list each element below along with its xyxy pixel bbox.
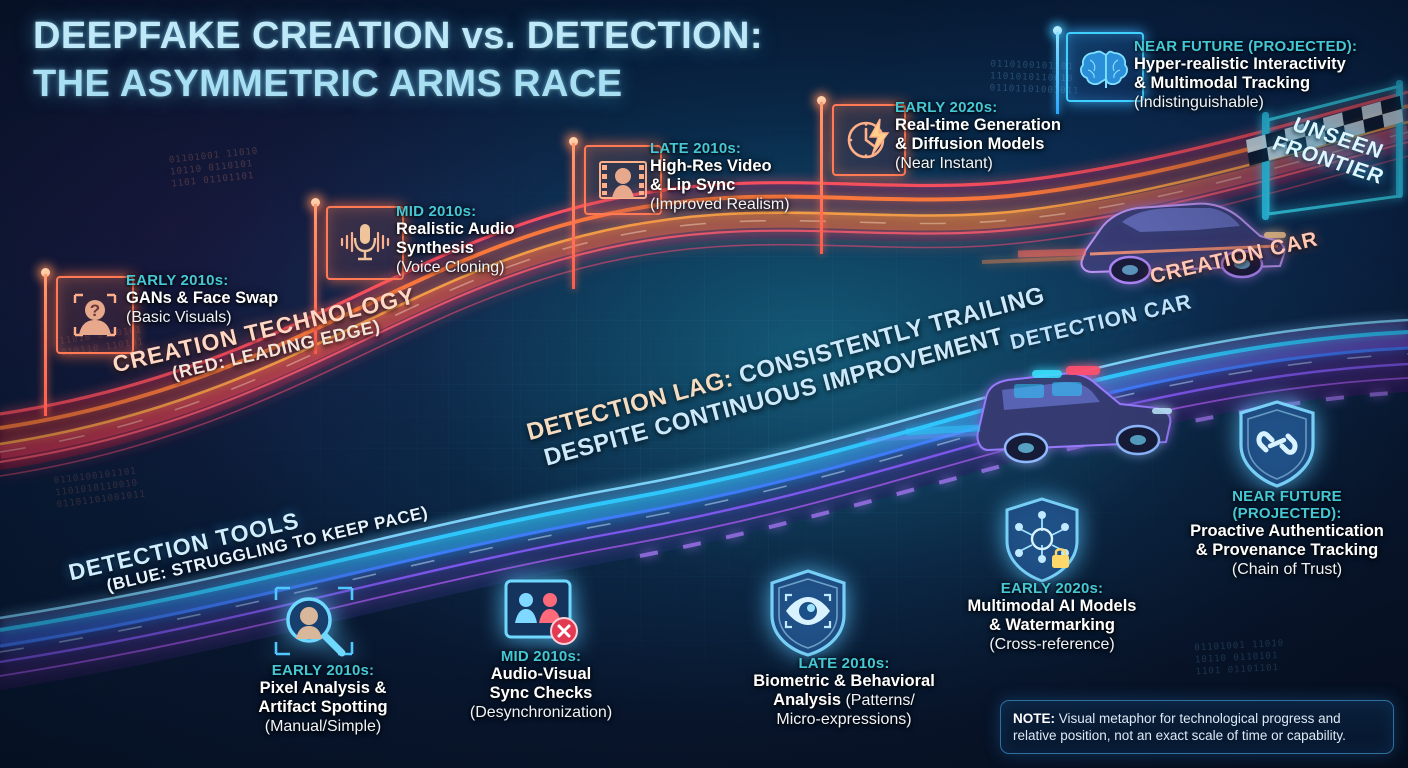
brain-icon — [1068, 34, 1142, 100]
callout-sub-inline: (Patterns/ — [841, 692, 915, 709]
callout-sub: (Desynchronization) — [469, 704, 613, 721]
creation-callout-3: LATE 2010s: High-Res Video & Lip Sync (I… — [650, 140, 790, 214]
detection-callout-4: EARLY 2020s: Multimodal AI Models & Wate… — [948, 580, 1156, 654]
callout-era-line1: NEAR FUTURE — [1232, 488, 1342, 505]
callout-main-line1: Real-time Generation — [895, 116, 1061, 134]
callout-main-line2: Sync Checks — [489, 684, 593, 702]
callout-main-line1: High-Res Video — [650, 157, 772, 175]
callout-era: EARLY 2010s: — [126, 272, 229, 289]
shield-chain-icon — [1239, 400, 1315, 488]
callout-sub: (Manual/Simple) — [264, 718, 382, 735]
callout-main-line1: Biometric & Behavioral — [753, 672, 935, 690]
callout-main-line2: & Provenance Tracking — [1195, 541, 1379, 559]
callout-era: LATE 2010s: — [798, 655, 890, 672]
marker-pole — [572, 143, 575, 289]
creation-callout-1: EARLY 2010s: GANs & Face Swap (Basic Vis… — [126, 272, 278, 327]
callout-main-line2-bold: Analysis — [773, 691, 842, 709]
callout-era: EARLY 2020s: — [895, 99, 998, 116]
callout-era: LATE 2010s: — [650, 140, 742, 157]
microphone-icon — [328, 208, 402, 278]
creation-callout-5: NEAR FUTURE (PROJECTED): Hyper-realistic… — [1134, 38, 1357, 112]
callout-main-line1: Audio-Visual — [490, 665, 592, 683]
callout-main-line2: Analysis (Patterns/ — [706, 691, 982, 710]
callout-era-line2: (PROJECTED): — [1232, 505, 1342, 522]
callout-sub: Micro-expressions) — [776, 711, 912, 728]
note-text: NOTE: Visual metaphor for technological … — [1013, 710, 1381, 744]
creation-flag-1: ? — [56, 276, 134, 354]
callout-era: NEAR FUTURE (PROJECTED): — [1134, 38, 1358, 55]
detection-callout-1: EARLY 2010s: Pixel Analysis & Artifact S… — [243, 662, 403, 736]
callout-main-line2: & Diffusion Models — [895, 135, 1045, 153]
av-sync-error-icon — [504, 579, 578, 645]
callout-main-line1: Proactive Authentication — [1190, 522, 1384, 540]
marker-pole — [44, 274, 47, 416]
title-line-2: THE ASYMMETRIC ARMS RACE — [33, 63, 623, 105]
detection-callout-3: LATE 2010s: Biometric & Behavioral Analy… — [706, 655, 982, 729]
callout-sub: (Basic Visuals) — [126, 309, 232, 326]
callout-main-line1: Realistic Audio — [396, 220, 515, 238]
shield-network-lock-icon — [1005, 497, 1079, 583]
callout-sub: (Indistinguishable) — [1134, 94, 1264, 111]
callout-sub: (Chain of Trust) — [1231, 561, 1343, 578]
callout-main: GANs & Face Swap — [126, 289, 279, 307]
note-body: Visual metaphor for technological progre… — [1013, 711, 1346, 743]
detection-callout-5: NEAR FUTURE (PROJECTED): Proactive Authe… — [1172, 488, 1402, 579]
callout-era: EARLY 2010s: — [271, 662, 375, 679]
creation-flag-2 — [326, 206, 404, 280]
detection-callout-2: MID 2010s: Audio-Visual Sync Checks (Des… — [466, 648, 616, 722]
callout-sub: (Voice Cloning) — [396, 259, 505, 276]
callout-sub: (Near Instant) — [895, 155, 993, 172]
callout-era: MID 2010s: — [500, 648, 582, 665]
callout-main-line1: Pixel Analysis & — [259, 679, 387, 697]
creation-callout-2: MID 2010s: Realistic Audio Synthesis (Vo… — [396, 203, 515, 277]
note-label: NOTE: — [1013, 711, 1055, 726]
callout-main-line2: Synthesis — [396, 239, 474, 257]
page-title: DEEPFAKE CREATION vs. DETECTION: THE ASY… — [33, 14, 763, 106]
creation-flag-5 — [1066, 32, 1144, 102]
film-face-icon — [586, 147, 660, 213]
callout-main-line2: & Watermarking — [989, 616, 1115, 634]
callout-main-line1: Hyper-realistic Interactivity — [1134, 55, 1346, 73]
callout-main-line2: Artifact Spotting — [258, 698, 388, 716]
callout-main-line2: & Multimodal Tracking — [1134, 74, 1311, 92]
callout-sub: (Cross-reference) — [989, 636, 1115, 653]
svg-text:?: ? — [90, 301, 100, 320]
marker-pole — [820, 102, 823, 254]
callout-era: MID 2010s: — [396, 203, 477, 220]
creation-callout-4: EARLY 2020s: Real-time Generation & Diff… — [895, 99, 1061, 173]
title-line-1: DEEPFAKE CREATION vs. DETECTION: — [33, 15, 763, 57]
callout-sub: (Improved Realism) — [650, 196, 790, 213]
clock-bolt-icon — [834, 106, 904, 174]
callout-main-line1: Multimodal AI Models — [967, 597, 1137, 615]
callout-era: EARLY 2020s: — [1000, 580, 1104, 597]
callout-main-line2: & Lip Sync — [650, 176, 736, 194]
note-box: NOTE: Visual metaphor for technological … — [1000, 700, 1394, 754]
shield-eye-icon — [770, 569, 846, 657]
magnifier-face-icon — [274, 586, 354, 657]
face-question-icon: ? — [58, 278, 132, 352]
